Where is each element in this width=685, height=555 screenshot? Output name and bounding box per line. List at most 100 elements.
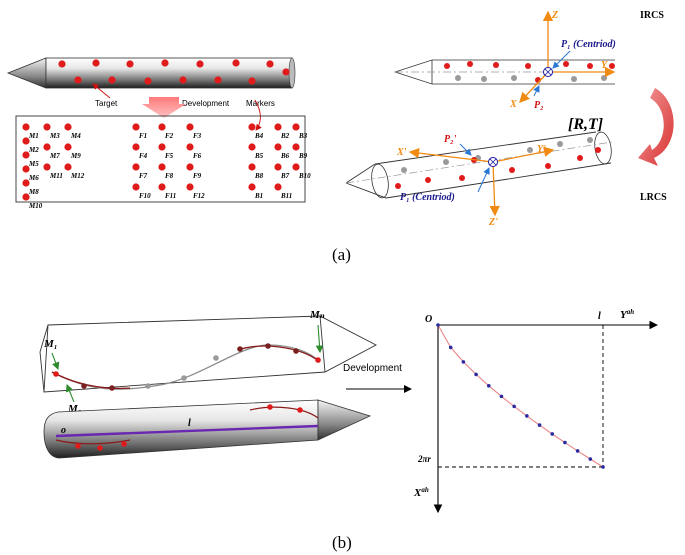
needle-marker [179, 76, 187, 84]
plot-l-mark: l [598, 311, 601, 322]
irc-axis-y: Y [601, 60, 608, 71]
grid-marker [22, 137, 30, 145]
needle-marker [248, 77, 256, 85]
irc-marker [467, 61, 473, 67]
lrc-marker [425, 177, 431, 183]
grid-marker-label: M1 [28, 132, 39, 140]
plot-point [474, 372, 478, 377]
grid-marker-label: M4 [70, 132, 81, 140]
plot-point [499, 394, 504, 399]
grid-marker [43, 163, 51, 171]
grid-marker-label: F10 [139, 192, 151, 200]
lrc-axes [408, 146, 555, 217]
grid-marker-label: M3 [49, 132, 60, 140]
grid-marker-label: F5 [165, 152, 174, 160]
grid-marker [274, 143, 282, 151]
lrc-marker-gray [557, 141, 563, 147]
grid-marker [43, 143, 51, 151]
grid-marker-label: B7 [280, 172, 290, 180]
grid-marker [292, 123, 300, 131]
irc-marker [587, 63, 593, 69]
label-target: Target [95, 99, 118, 108]
plot-point [563, 440, 567, 445]
irc-marker-gray [481, 76, 487, 82]
helix-marker [213, 355, 219, 361]
needle-marker [92, 59, 100, 67]
irc-marker-gray [571, 76, 577, 82]
caption-b: (b) [332, 533, 352, 552]
plot-point [486, 383, 491, 388]
plot-point [436, 323, 440, 327]
transform-label: [R,T] [568, 116, 603, 133]
grid-marker-label: B5 [254, 152, 264, 160]
grid-marker [274, 123, 282, 131]
grid-marker-label: M7 [49, 152, 60, 160]
grid-marker [64, 143, 72, 151]
label-markers: Markers [246, 99, 275, 108]
grid-marker-label: F12 [193, 192, 205, 200]
plot-point [575, 449, 580, 453]
irc-axis-x: X [509, 99, 517, 110]
irc-marker [493, 62, 499, 68]
lrc-axis-z: Z' [488, 217, 498, 228]
label-m1: M₁ [43, 338, 58, 350]
plot-point [601, 465, 605, 469]
helix-marker [265, 343, 271, 349]
grid-marker-label: F1 [139, 132, 147, 140]
plot-point [512, 404, 516, 409]
lrc-marker [595, 147, 601, 153]
grid-marker [248, 123, 256, 131]
plot-point [537, 423, 542, 427]
grid-marker [292, 163, 300, 171]
irc-marker [609, 63, 615, 69]
needle-bottom-marker [75, 443, 81, 449]
lrc-marker [545, 163, 551, 169]
developed-grid: M1M2M5M6M8M10M3M7M11M4M9M12F1F4F7F10F2F5… [15, 115, 311, 210]
needle-marker [232, 59, 240, 67]
grid-marker-label: B3 [298, 132, 308, 140]
grid-marker-label: F11 [165, 192, 176, 200]
grid-marker [274, 183, 282, 191]
lrc-marker [577, 155, 583, 161]
grid-marker [158, 123, 166, 131]
label-development-b: Development [343, 363, 402, 374]
grid-marker [158, 183, 166, 191]
helix-marker [109, 385, 115, 391]
grid-marker-label: F7 [139, 172, 148, 180]
grid-marker-label: F4 [139, 152, 148, 160]
irc-axes [519, 10, 616, 103]
lrc-axis-y: Y' [537, 144, 546, 155]
label-development-a: Development [182, 99, 230, 108]
plot-point [525, 414, 529, 418]
grid-marker [186, 143, 194, 151]
needle-marker [214, 76, 222, 84]
needle-bottom-marker [97, 445, 103, 451]
grid-marker-label: M8 [28, 188, 39, 196]
irc-marker-gray [511, 75, 517, 81]
needle-bottom-marker [297, 407, 303, 413]
irc-p1-label: P₁ (Centriod) [561, 39, 616, 50]
needle-marker [161, 59, 169, 67]
grid-marker-label: B6 [280, 152, 290, 160]
lrc-marker [509, 167, 515, 173]
helix-marker [81, 383, 87, 389]
needle-3d-bottom [43, 399, 372, 459]
grid-marker-label: M12 [70, 172, 85, 180]
needle-marker [196, 60, 204, 68]
plot-y-axis-label: Xah [413, 486, 429, 499]
needle-marker [74, 76, 82, 84]
grid-marker-label: B2 [280, 132, 290, 140]
helix-marker [293, 348, 299, 354]
grid-marker-label: M6 [28, 174, 39, 182]
helix-marker [181, 375, 187, 381]
rotation-arrow [638, 88, 674, 166]
grid-marker [64, 163, 72, 171]
lrc-marker [395, 183, 401, 189]
grid-marker-label: F8 [165, 172, 174, 180]
helix-marker [315, 357, 321, 363]
needle-marker [282, 68, 290, 76]
grid-marker [158, 163, 166, 171]
needle-marker [58, 60, 66, 68]
grid-marker [43, 123, 51, 131]
irc-marker [563, 61, 569, 67]
